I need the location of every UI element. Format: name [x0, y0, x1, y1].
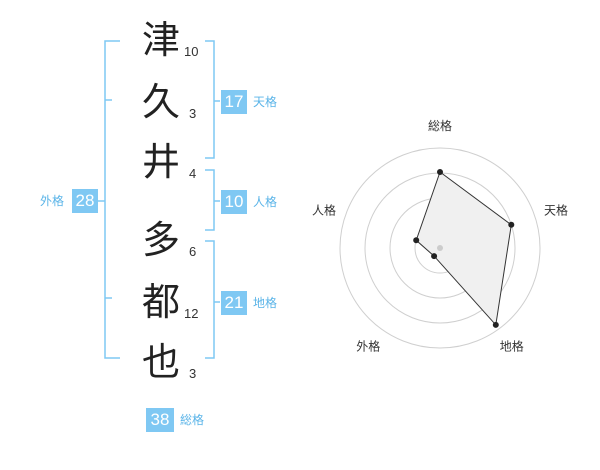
- radar-point-4: [431, 253, 438, 260]
- stroke-count-4: 6: [189, 244, 197, 259]
- chikaku-bracket: [205, 240, 215, 359]
- radar-point-5: [413, 237, 420, 244]
- name-char-1: 津: [141, 18, 180, 62]
- tenkaku-label: 天格: [253, 95, 278, 109]
- jinkaku-label: 人格: [253, 195, 278, 209]
- name-char-2: 久: [141, 80, 180, 124]
- stroke-count-6: 3: [189, 366, 197, 381]
- gaikaku-badge: 28: [72, 189, 98, 213]
- radar-point-1: [437, 169, 443, 175]
- radar-label-3: 地格: [500, 339, 524, 354]
- gaikaku-label: 外格: [40, 194, 65, 208]
- radar-ring-4: [339, 147, 541, 349]
- stroke-count-5: 12: [184, 306, 199, 321]
- name-char-4: 多: [141, 218, 180, 262]
- chikaku-badge: 21: [221, 291, 247, 315]
- radar-label-5: 人格: [312, 202, 336, 217]
- stroke-count-2: 3: [189, 106, 197, 121]
- soukaku-badge: 38: [146, 408, 174, 432]
- radar-polygon: [415, 171, 512, 327]
- stroke-count-1: 10: [184, 44, 199, 59]
- radar-label-1: 総格: [428, 118, 452, 133]
- radar-point-2: [508, 221, 515, 228]
- radar-label-2: 天格: [544, 202, 568, 217]
- jinkaku-bracket: [205, 169, 215, 231]
- tenkaku-badge: 17: [221, 90, 247, 114]
- radar-point-3: [492, 321, 499, 328]
- soukaku-label: 総格: [180, 413, 205, 427]
- name-char-3: 井: [141, 140, 180, 184]
- chikaku-label: 地格: [253, 296, 278, 310]
- name-char-6: 也: [141, 340, 180, 384]
- gaikaku-bracket: [104, 40, 120, 359]
- stroke-count-3: 4: [189, 166, 197, 181]
- jinkaku-badge: 10: [221, 190, 247, 214]
- radar-points: [413, 169, 515, 328]
- radar-label-4: 外格: [356, 339, 380, 354]
- tenkaku-bracket: [205, 40, 215, 159]
- radar-center-dot: [437, 245, 443, 251]
- name-char-5: 都: [141, 280, 180, 324]
